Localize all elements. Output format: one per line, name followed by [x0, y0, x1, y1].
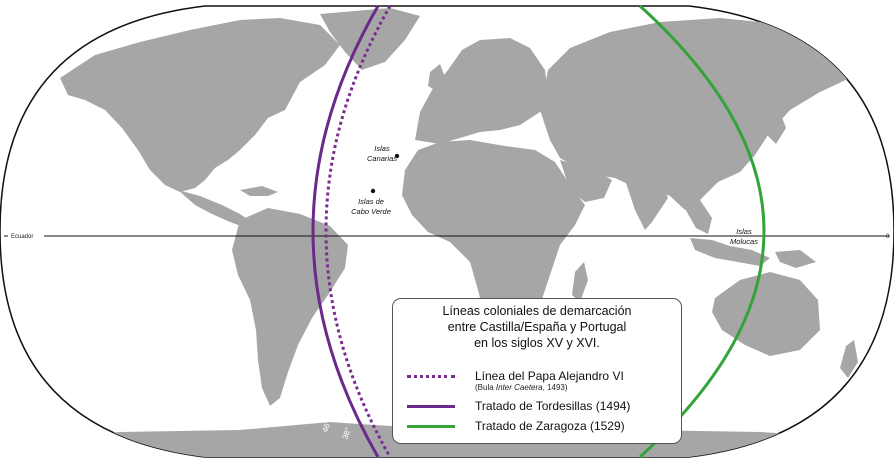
legend-item-alejandro: Línea del Papa Alejandro VI (Bula Inter … — [407, 369, 624, 393]
landmass-new-zealand — [840, 340, 858, 378]
canarias-label-line2: Canarias — [367, 154, 397, 163]
legend-title: Líneas coloniales de demarcación entre C… — [393, 299, 681, 351]
landmass-north-america — [60, 18, 340, 192]
zaragoza-line — [638, 4, 766, 459]
landmass-greenland — [320, 8, 420, 70]
molucas-label-line2: Molucas — [730, 237, 758, 246]
legend-title-line1: Líneas coloniales de demarcación — [442, 304, 632, 318]
equator-right-label: 0 — [886, 234, 890, 240]
landmass-indonesia — [690, 238, 770, 266]
landmass-india — [625, 180, 668, 230]
cabo-verde-label-line1: Islas de — [358, 197, 384, 206]
legend-title-line2: entre Castilla/España y Portugal — [447, 320, 627, 334]
landmass-caribbean — [240, 186, 278, 196]
legend-label-alejandro: Línea del Papa Alejandro VI — [475, 369, 624, 383]
molucas-label-line1: Islas — [736, 227, 752, 236]
landmass-europe — [415, 38, 548, 144]
landmass-asia — [540, 18, 860, 210]
landmass-southeast-asia — [680, 200, 712, 234]
legend-swatch-solid-purple — [407, 399, 455, 413]
landmass-british-isles — [428, 64, 446, 92]
legend-sublabel-alejandro: (Bula Inter Caetera, 1493) — [475, 383, 568, 392]
legend-label-tordesillas: Tratado de Tordesillas (1494) — [475, 399, 631, 413]
landmass-arabia — [560, 160, 612, 202]
legend-label-zaragoza: Tratado de Zaragoza (1529) — [475, 419, 625, 433]
legend-item-zaragoza: Tratado de Zaragoza (1529) — [407, 419, 625, 433]
map-legend: Líneas coloniales de demarcación entre C… — [392, 298, 682, 444]
cabo-verde-marker — [370, 188, 376, 194]
alejandro-line — [324, 5, 392, 458]
legend-swatch-solid-green — [407, 419, 455, 433]
canarias-label-line1: Islas — [374, 144, 390, 153]
legend-swatch-dotted-purple — [407, 369, 455, 383]
cabo-verde-label-line2: Cabo Verde — [351, 207, 391, 216]
landmass-madagascar — [572, 262, 588, 302]
canarias-marker — [394, 153, 400, 159]
legend-title-line3: en los siglos XV y XVI. — [474, 336, 600, 350]
landmass-south-america — [232, 208, 348, 406]
alejandro-degree-label: 38° — [340, 426, 353, 440]
tordesillas-degree-label: 46° — [320, 419, 333, 433]
legend-item-tordesillas: Tratado de Tordesillas (1494) — [407, 399, 630, 413]
landmass-japan — [768, 112, 786, 144]
landmass-new-guinea — [775, 250, 816, 268]
equator-label: Ecuador — [11, 234, 33, 240]
landmass-africa — [402, 140, 585, 335]
landmass-central-america — [178, 190, 252, 228]
tordesillas-line — [311, 5, 380, 458]
